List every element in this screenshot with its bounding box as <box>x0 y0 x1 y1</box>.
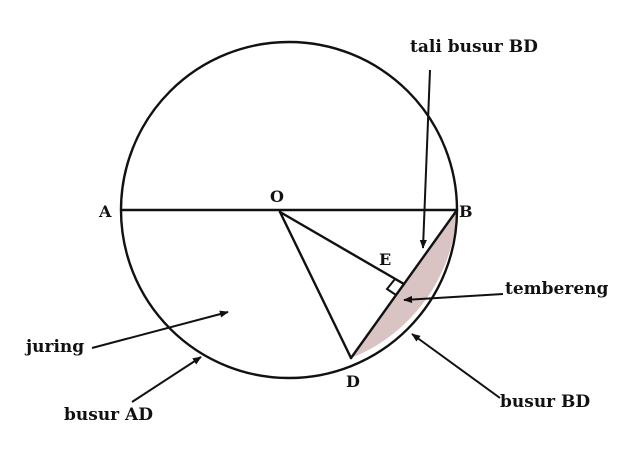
segment-label: tembereng <box>505 279 608 299</box>
sector-arrow <box>91 310 229 349</box>
sector-label: juring <box>24 337 84 357</box>
arc-bd-arrow <box>411 333 501 399</box>
point-o-label: O <box>270 187 284 206</box>
point-a-label: A <box>98 202 112 221</box>
segment-oe <box>278 210 406 286</box>
arc-ad-label: busur AD <box>64 405 153 425</box>
right-angle-mark <box>385 277 406 297</box>
chord-arrow <box>419 69 431 249</box>
arc-ad-arrow <box>131 356 202 403</box>
radius-od <box>278 210 353 360</box>
point-b-label: B <box>459 202 473 221</box>
point-d-label: D <box>346 372 360 391</box>
chord-label: tali busur BD <box>410 37 538 57</box>
segment-arrow <box>403 293 504 304</box>
arc-bd-label: busur BD <box>500 392 590 412</box>
point-e-label: E <box>379 250 391 269</box>
